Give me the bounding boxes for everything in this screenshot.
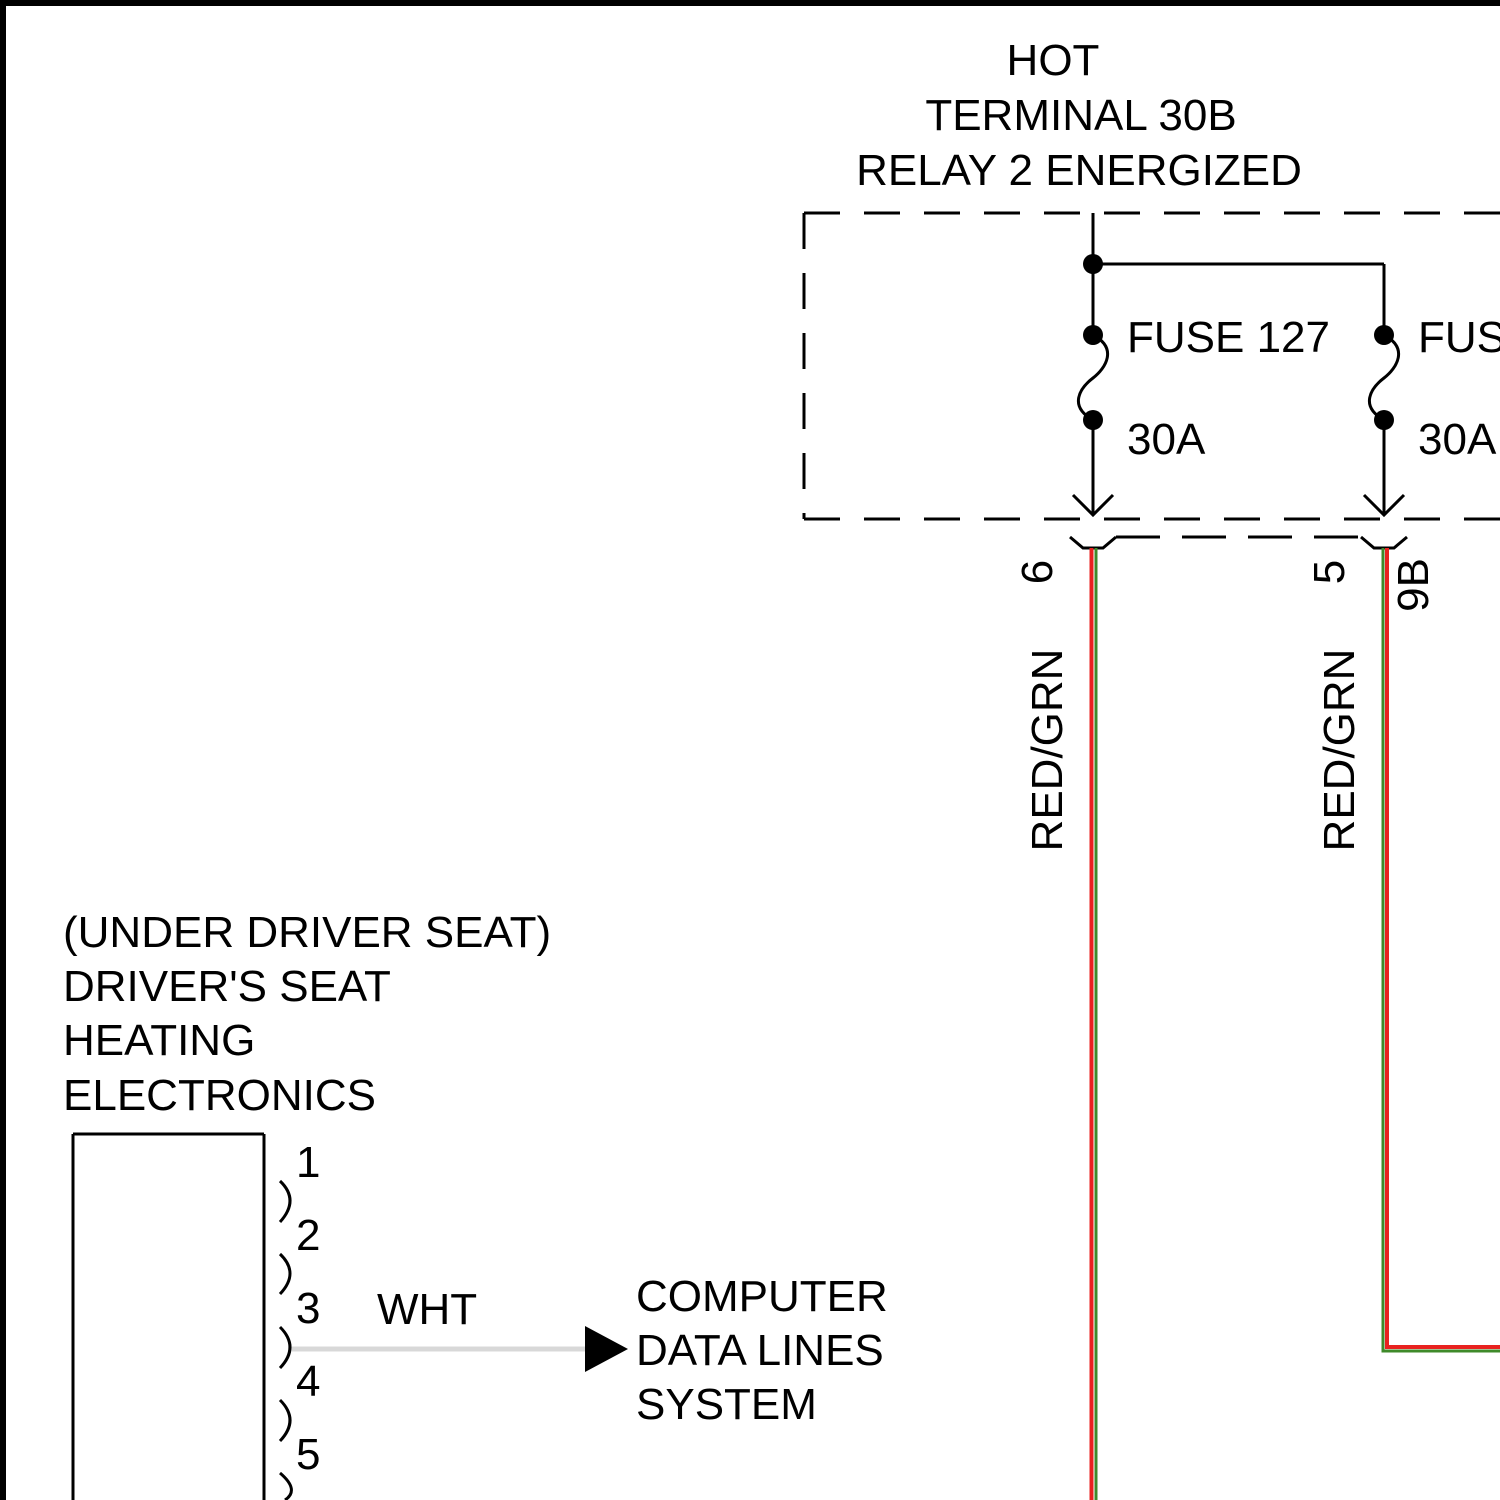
wire-right-red-grn xyxy=(1383,548,1500,1351)
hot-label-line2: TERMINAL 30B xyxy=(925,91,1236,140)
splice-dot xyxy=(1083,254,1103,274)
module-pin-3: 3 xyxy=(296,1284,320,1333)
wire-right-color-label: RED/GRN xyxy=(1315,649,1364,852)
connector-pin-5: 5 xyxy=(1305,560,1354,584)
fuse-2-name: FUS xyxy=(1418,313,1500,362)
destination-line1: COMPUTER xyxy=(636,1272,888,1321)
module-pin-4: 4 xyxy=(296,1357,320,1406)
wire-left-red-grn xyxy=(1092,548,1097,1500)
hot-label-line1: HOT xyxy=(1007,36,1100,85)
wire-wht-label: WHT xyxy=(377,1285,477,1334)
connector-9b xyxy=(1070,537,1407,548)
module-label-line3: HEATING xyxy=(63,1016,255,1065)
module-box xyxy=(73,1134,264,1500)
fuse-2-symbol xyxy=(1364,325,1404,515)
connector-id: 9B xyxy=(1389,558,1438,612)
module-pin-brackets xyxy=(280,1181,291,1500)
wire-left-color-label: RED/GRN xyxy=(1023,649,1072,852)
fuse-127-symbol xyxy=(1073,325,1113,515)
module-pin-2: 2 xyxy=(296,1211,320,1260)
module-label-line2: DRIVER'S SEAT xyxy=(63,962,391,1011)
hot-label-line3: RELAY 2 ENERGIZED xyxy=(856,146,1302,195)
fuse-2-rating: 30A xyxy=(1418,415,1497,464)
destination-line2: DATA LINES xyxy=(636,1326,884,1375)
arrow-to-data-lines-icon xyxy=(585,1326,628,1372)
module-label-line1: (UNDER DRIVER SEAT) xyxy=(63,908,551,957)
module-pin-5: 5 xyxy=(296,1430,320,1479)
connector-pin-6: 6 xyxy=(1013,560,1062,584)
module-label-line4: ELECTRONICS xyxy=(63,1071,376,1120)
fuse-127-rating: 30A xyxy=(1127,415,1206,464)
fuse-127-name: FUSE 127 xyxy=(1127,313,1330,362)
destination-line3: SYSTEM xyxy=(636,1380,817,1429)
module-pin-1: 1 xyxy=(296,1138,320,1187)
